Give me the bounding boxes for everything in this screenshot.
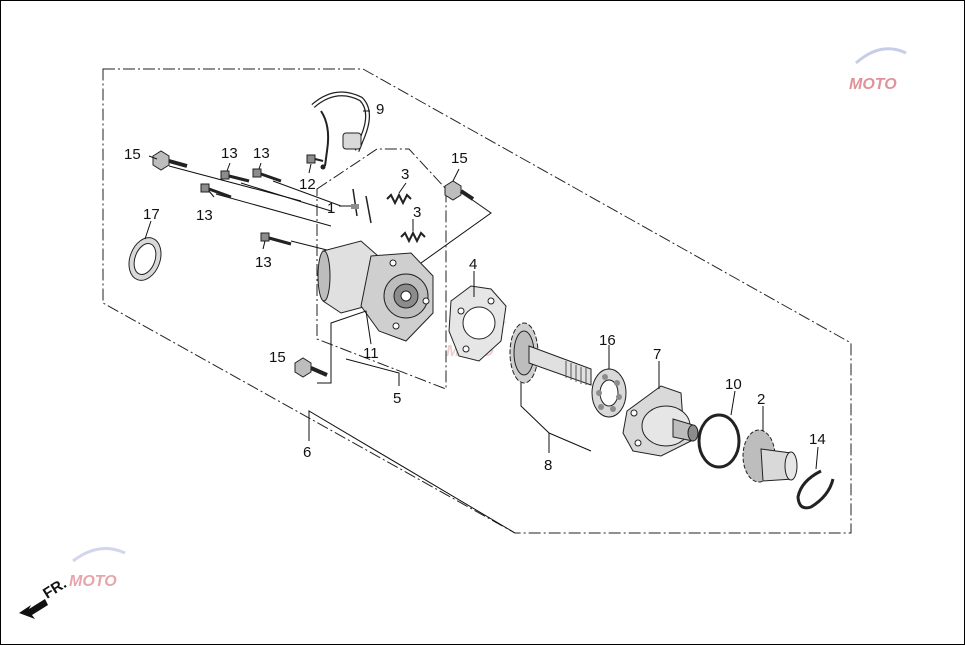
callout-13: 13 — [255, 254, 272, 271]
callout-2: 2 — [757, 391, 765, 408]
part-2-sprocket — [742, 429, 798, 483]
callout-13: 13 — [221, 145, 238, 162]
part-15-flange-bolts — [152, 150, 475, 378]
part-9-wire-harness — [311, 91, 370, 170]
callout-4: 4 — [469, 256, 477, 273]
part-16-bearing — [591, 368, 627, 418]
callout-7: 7 — [653, 346, 661, 363]
callout-labels: 15 17 13 13 13 13 12 9 1 3 3 15 4 11 15 … — [124, 101, 826, 474]
front-label: FR. — [40, 575, 70, 602]
front-arrow-icon — [19, 599, 48, 619]
callout-6: 6 — [303, 444, 311, 461]
callout-12: 12 — [299, 176, 316, 193]
callout-8: 8 — [544, 457, 552, 474]
part-1-brush-holder — [351, 188, 372, 224]
starter-motor-body — [317, 240, 434, 342]
watermark-logo-bottom: MOTO — [69, 547, 126, 590]
watermark-text-2: MOTO — [69, 573, 117, 590]
part-7-housing — [622, 385, 699, 457]
leader-lines — [144, 110, 819, 534]
watermark-logo-top: MOTO — [849, 47, 907, 93]
callout-10: 10 — [725, 376, 742, 393]
watermark-text: MOTO — [849, 76, 897, 93]
callout-14: 14 — [809, 431, 826, 448]
front-direction-marker: FR. — [19, 575, 70, 619]
callout-11: 11 — [363, 345, 379, 362]
callout-3: 3 — [413, 204, 421, 221]
part-14-circlip — [796, 469, 835, 510]
assembly-5-boundary — [316, 148, 447, 390]
callout-5: 5 — [393, 390, 401, 407]
callout-1: 1 — [327, 200, 335, 217]
callout-15: 15 — [269, 349, 286, 366]
callout-17: 17 — [143, 206, 160, 223]
guide-lines — [168, 165, 492, 264]
callout-13: 13 — [196, 207, 213, 224]
callout-9: 9 — [376, 101, 384, 118]
callout-15: 15 — [124, 146, 141, 163]
part-13-bolts — [200, 168, 292, 246]
part-10-o-ring — [697, 413, 741, 469]
part-4-gasket — [448, 285, 507, 362]
callout-16: 16 — [599, 332, 616, 349]
callout-15: 15 — [451, 150, 468, 167]
assembly-6-boundary — [102, 68, 852, 534]
callout-3: 3 — [401, 166, 409, 183]
part-8-sprocket-shaft — [509, 322, 592, 386]
part-12-screw — [306, 154, 324, 164]
callout-13: 13 — [253, 145, 270, 162]
part-3-springs — [386, 192, 426, 244]
part-17-seal-ring — [128, 237, 162, 281]
